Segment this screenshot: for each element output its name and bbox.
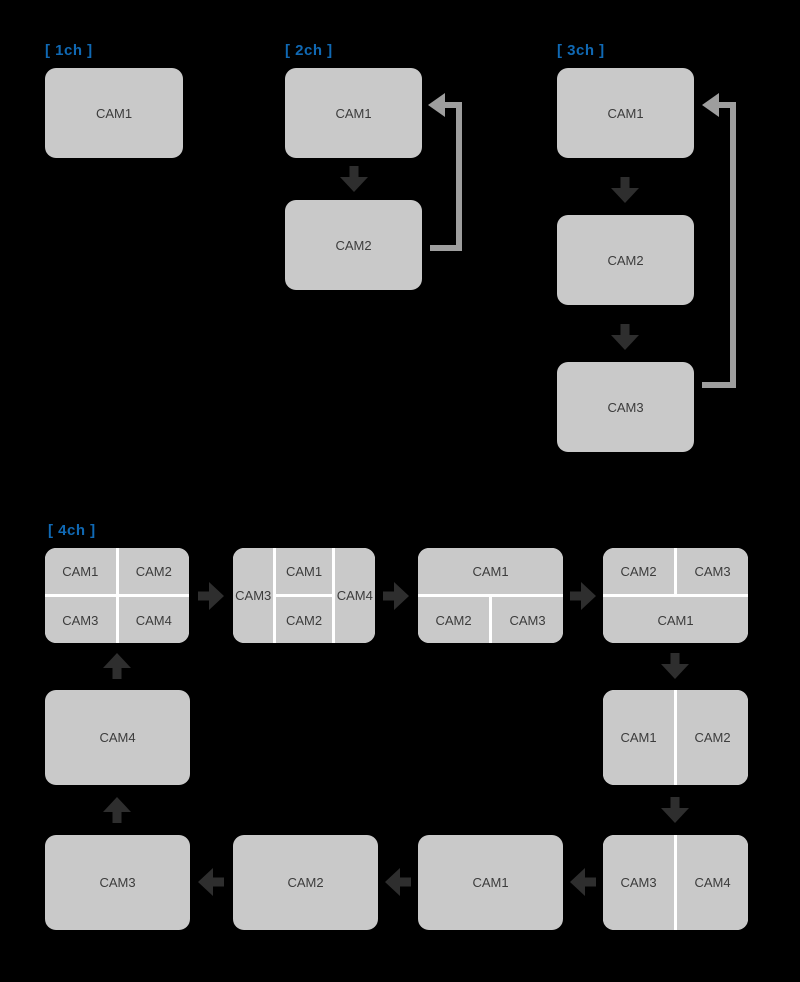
cam-cell: CAM4 [677, 835, 748, 930]
cam-cell: CAM2 [276, 597, 332, 643]
cam-box-2ch-cam1: CAM1 [285, 68, 422, 158]
loop-segment [445, 102, 462, 108]
cam-cell: CAM3 [492, 597, 563, 643]
cam-cell: CAM3 [233, 548, 274, 643]
layout-pair-12-box: CAM1 CAM2 [603, 690, 748, 785]
layout-top-full-box: CAM1 CAM2 CAM3 [418, 548, 563, 643]
cam-cell: CAM3 [677, 548, 748, 594]
cam-box-full-cam4: CAM4 [45, 690, 190, 785]
cam-box-2ch-cam2: CAM2 [285, 200, 422, 290]
cam-cell: CAM1 [603, 690, 674, 785]
layout-pair-34-box: CAM3 CAM4 [603, 835, 748, 930]
layout-quad-box: CAM1 CAM2 CAM3 CAM4 [45, 548, 189, 643]
arrow-left-icon [569, 868, 597, 896]
cam-box-1ch-cam1: CAM1 [45, 68, 183, 158]
cam-cell: CAM2 [677, 690, 748, 785]
loop-arrowhead-left-icon [428, 93, 445, 117]
arrow-right-icon [569, 582, 597, 610]
cam-cell: CAM1 [603, 597, 748, 643]
section-title-2ch: [ 2ch ] [285, 42, 333, 59]
cam-box-full-cam3: CAM3 [45, 835, 190, 930]
section-title-4ch: [ 4ch ] [48, 522, 96, 539]
loop-segment [430, 245, 462, 251]
loop-arrowhead-left-icon [702, 93, 719, 117]
arrow-right-icon [382, 582, 410, 610]
arrow-down-icon [661, 652, 689, 680]
arrow-down-icon [611, 323, 639, 351]
cam-box-3ch-cam1: CAM1 [557, 68, 694, 158]
middle-column: CAM1 CAM2 [276, 548, 332, 643]
cam-cell: CAM2 [603, 548, 674, 594]
arrow-down-icon [661, 796, 689, 824]
cam-box-3ch-cam2: CAM2 [557, 215, 694, 305]
cam-cell: CAM2 [118, 548, 189, 594]
arrow-left-icon [384, 868, 412, 896]
cam-cell: CAM1 [418, 548, 563, 594]
arrow-left-icon [197, 868, 225, 896]
arrow-right-icon [197, 582, 225, 610]
layout-bottom-full-box: CAM2 CAM3 CAM1 [603, 548, 748, 643]
cam-cell: CAM1 [276, 548, 332, 594]
cam-box-3ch-cam3: CAM3 [557, 362, 694, 452]
cam-box-full-cam1: CAM1 [418, 835, 563, 930]
loop-segment [730, 102, 736, 388]
cam-cell: CAM3 [603, 835, 674, 930]
cam-cell: CAM3 [45, 597, 116, 643]
section-title-3ch: [ 3ch ] [557, 42, 605, 59]
arrow-down-icon [340, 165, 368, 193]
arrow-down-icon [611, 176, 639, 204]
arrow-up-icon [103, 652, 131, 680]
cam-cell: CAM1 [45, 548, 116, 594]
loop-segment [702, 382, 736, 388]
section-title-1ch: [ 1ch ] [45, 42, 93, 59]
loop-segment [456, 102, 462, 251]
cam-cell: CAM4 [334, 548, 375, 643]
layout-tri-columns-box: CAM3 CAM1 CAM2 CAM4 [233, 548, 375, 643]
loop-segment [719, 102, 736, 108]
arrow-up-icon [103, 796, 131, 824]
cam-box-full-cam2: CAM2 [233, 835, 378, 930]
cam-cell: CAM4 [118, 597, 189, 643]
cam-cell: CAM2 [418, 597, 489, 643]
